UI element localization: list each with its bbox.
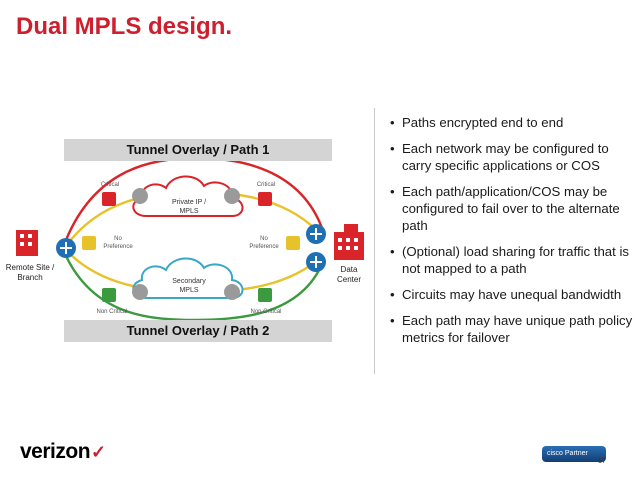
router-icon-bottom-right: [224, 284, 240, 300]
cloud-bottom-line1: Secondary: [172, 278, 206, 285]
non-critical-icon-left: [102, 288, 116, 302]
cloud-top-line2: MPLS: [179, 208, 198, 215]
bullet-item: Paths encrypted end to end: [390, 114, 635, 131]
tunnel-overlay-path2-label: Tunnel Overlay / Path 2: [64, 320, 332, 342]
bullet-item: Each path/application/COS may be configu…: [390, 183, 635, 234]
router-icon-left: [56, 238, 76, 258]
page-number: 17: [598, 458, 606, 465]
non-critical-label-left: Non Critical: [96, 309, 127, 315]
router-icon-right: [306, 224, 326, 244]
cloud-top-line1: Private IP /: [172, 199, 206, 206]
critical-app-icon-right: [258, 192, 272, 206]
router-icon-top-left: [132, 188, 148, 204]
bullet-item: Each network may be configured to carry …: [390, 140, 635, 174]
secondary-mpls-cloud: [132, 257, 244, 299]
cisco-partner-badge: cisco Partner: [542, 446, 606, 462]
bullet-item: Circuits may have unequal bandwidth: [390, 286, 635, 303]
data-center-building-icon: [334, 224, 364, 260]
non-critical-icon-right: [258, 288, 272, 302]
svg-text:Secondary: Secondary: [172, 278, 206, 285]
no-preference-icon-left: [82, 236, 96, 250]
svg-text:MPLS: MPLS: [179, 208, 198, 215]
bullet-list: Paths encrypted end to end Each network …: [390, 114, 635, 355]
svg-text:Private IP /: Private IP /: [172, 199, 206, 206]
non-critical-label-right: Non Critical: [250, 309, 281, 315]
critical-app-icon-left: [102, 192, 116, 206]
brand-name: verizon: [20, 440, 91, 463]
data-center-line2: Center: [337, 275, 361, 284]
remote-site-line1: Remote Site /: [6, 263, 55, 272]
svg-text:MPLS: MPLS: [179, 287, 198, 294]
data-center-line1: Data: [341, 265, 358, 274]
critical-label-left: Critical: [101, 182, 119, 188]
router-icon-right-2: [306, 252, 326, 272]
no-pref-right-line1: No: [260, 236, 268, 242]
no-pref-left-line2: Preference: [103, 244, 133, 250]
remote-site-line2: Branch: [17, 273, 42, 282]
tunnel-overlay-path1-label: Tunnel Overlay / Path 1: [64, 139, 332, 161]
verizon-logo: verizon✓: [20, 440, 106, 464]
divider-line: [374, 108, 375, 374]
no-pref-right-line2: Preference: [249, 244, 279, 250]
router-icon-bottom-left: [132, 284, 148, 300]
brand-check-icon: ✓: [91, 442, 106, 462]
bullet-item: (Optional) load sharing for traffic that…: [390, 243, 635, 277]
no-pref-left-line1: No: [114, 236, 122, 242]
no-preference-icon-right: [286, 236, 300, 250]
page-title: Dual MPLS design.: [16, 13, 233, 40]
router-icon-top-right: [224, 188, 240, 204]
branch-building-icon: [16, 230, 38, 256]
critical-label-right: Critical: [257, 182, 275, 188]
network-diagram: Private IP / MPLS Secondary MPLS Critica…: [6, 156, 364, 322]
cloud-bottom-line2: MPLS: [179, 287, 198, 294]
bullet-item: Each path may have unique path policy me…: [390, 312, 635, 346]
